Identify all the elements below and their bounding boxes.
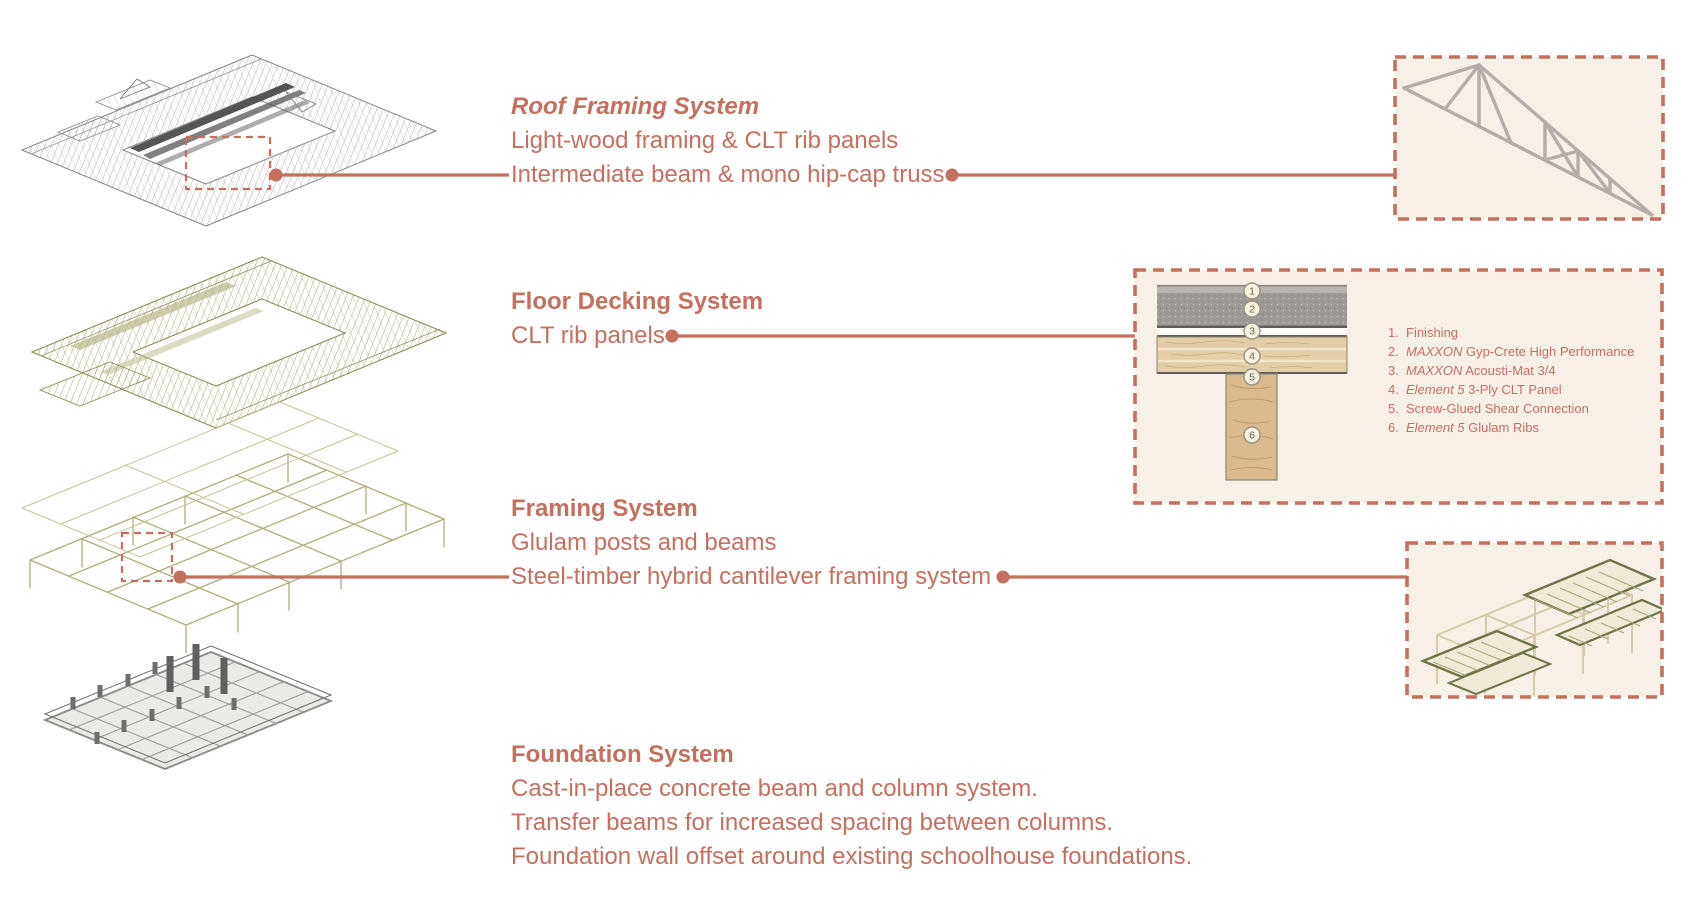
legend-number: 4.: [1388, 382, 1399, 397]
legend-number: 1.: [1388, 325, 1399, 340]
legend-item-6: 6. Element 5 Glulam Ribs: [1388, 418, 1634, 437]
green-deck-lower: [1419, 629, 1553, 696]
legend-brand: Element 5: [1406, 382, 1465, 397]
section-line: Glulam posts and beams: [511, 529, 777, 556]
callout-number: 1: [1249, 286, 1255, 298]
legend-item-2: 2. MAXXON Gyp-Crete High Performance: [1388, 342, 1634, 361]
legend-brand: Element 5: [1406, 420, 1465, 435]
floor-decking-detail-panel: 1 2 3 4 5 6 1. Finishing 2.: [1135, 270, 1662, 503]
floor-decking-section: Floor Decking System CLT rib panels: [511, 285, 763, 353]
legend-brand: MAXXON: [1406, 363, 1463, 378]
legend-number: 6.: [1388, 420, 1399, 435]
foundation-section: Foundation System Cast-in-place concrete…: [511, 738, 1192, 874]
legend-brand: MAXXON: [1406, 344, 1463, 359]
foundation-axonometric-drawing: [42, 644, 334, 770]
section-line: Light-wood framing & CLT rib panels: [511, 127, 899, 154]
legend-text: Glulam Ribs: [1464, 420, 1539, 435]
floor-decking-axonometric-drawing: [30, 256, 448, 429]
legend-item-4: 4. Element 5 3-Ply CLT Panel: [1388, 380, 1634, 399]
legend-number: 5.: [1388, 401, 1399, 416]
legend-number: 3.: [1388, 363, 1399, 378]
callout-number: 5: [1249, 372, 1255, 384]
section-line: Foundation wall offset around existing s…: [511, 843, 1193, 870]
callout-number: 4: [1249, 351, 1255, 363]
section-title: Framing System: [511, 495, 698, 522]
legend-text: Gyp-Crete High Performance: [1462, 344, 1635, 359]
roof-framing-section: Roof Framing System Light-wood framing &…: [511, 90, 945, 192]
cantilever-framing-detail-panel: [1407, 543, 1662, 697]
section-line: Transfer beams for increased spacing bet…: [511, 809, 1114, 836]
legend-item-5: 5. Screw-Glued Shear Connection: [1388, 399, 1634, 418]
legend-text: 3-Ply CLT Panel: [1464, 382, 1562, 397]
section-title: Roof Framing System: [511, 93, 760, 120]
section-title: Floor Decking System: [511, 288, 764, 315]
green-deck-upper: [1521, 558, 1662, 647]
callout-number: 3: [1249, 326, 1255, 338]
legend-item-3: 3. MAXXON Acousti-Mat 3/4: [1388, 361, 1634, 380]
roof-axonometric-drawing: [20, 54, 438, 227]
mono-hip-truss-drawing: [1402, 63, 1654, 217]
section-line: Cast-in-place concrete beam and column s…: [511, 775, 1038, 802]
legend-number: 2.: [1388, 344, 1399, 359]
floor-layers-legend: 1. Finishing 2. MAXXON Gyp-Crete High Perf…: [1388, 323, 1634, 437]
legend-text: Screw-Glued Shear Connection: [1406, 401, 1589, 416]
section-line: Intermediate beam & mono hip-cap truss: [511, 161, 945, 188]
truss-detail-panel: [1395, 57, 1663, 219]
section-line: Steel-timber hybrid cantilever framing s…: [511, 563, 992, 590]
framing-section: Framing System Glulam posts and beams St…: [511, 492, 991, 594]
legend-item-1: 1. Finishing: [1388, 323, 1634, 342]
legend-text: Acousti-Mat 3/4: [1462, 363, 1556, 378]
callout-number: 6: [1249, 430, 1255, 442]
hybrid-framing-drawing: [1419, 558, 1662, 696]
section-line: CLT rib panels: [511, 322, 665, 349]
callout-number: 2: [1249, 304, 1255, 316]
legend-text: Finishing: [1406, 325, 1459, 340]
framing-axonometric-drawing: [21, 401, 445, 654]
section-title: Foundation System: [511, 741, 734, 768]
